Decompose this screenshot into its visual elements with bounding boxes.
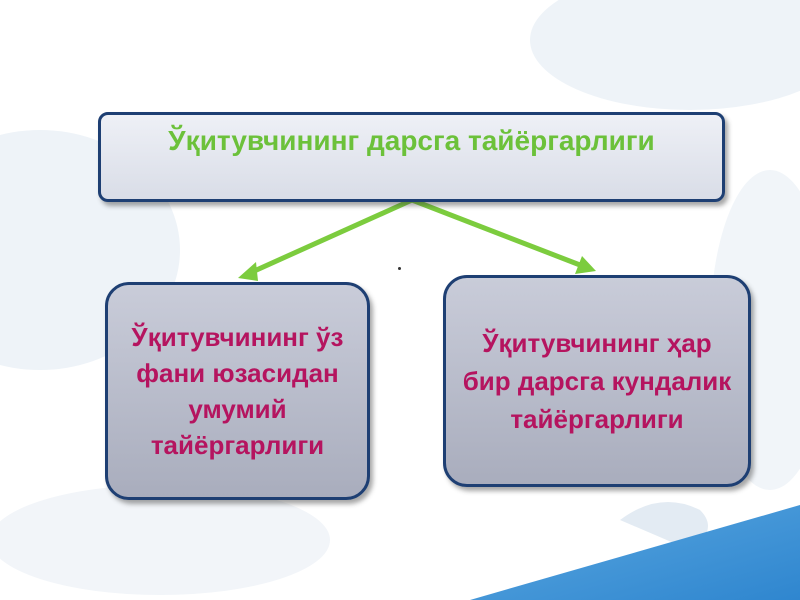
main-topic-text: Ўқитувчининг дарсга тайёргарлиги (168, 125, 655, 156)
stray-dot (398, 267, 401, 270)
daily-preparation-box: Ўқитувчининг ҳар бир дарсга кундалик тай… (443, 275, 751, 487)
corner-accent (470, 505, 800, 600)
daily-preparation-text: Ўқитувчининг ҳар бир дарсга кундалик тай… (462, 328, 732, 434)
main-topic-box: Ўқитувчининг дарсга тайёргарлиги (98, 112, 725, 202)
general-preparation-text: Ўқитувчининг ўз фани юзасидан умумий тай… (131, 322, 344, 460)
general-preparation-box: Ўқитувчининг ўз фани юзасидан умумий тай… (105, 282, 370, 500)
